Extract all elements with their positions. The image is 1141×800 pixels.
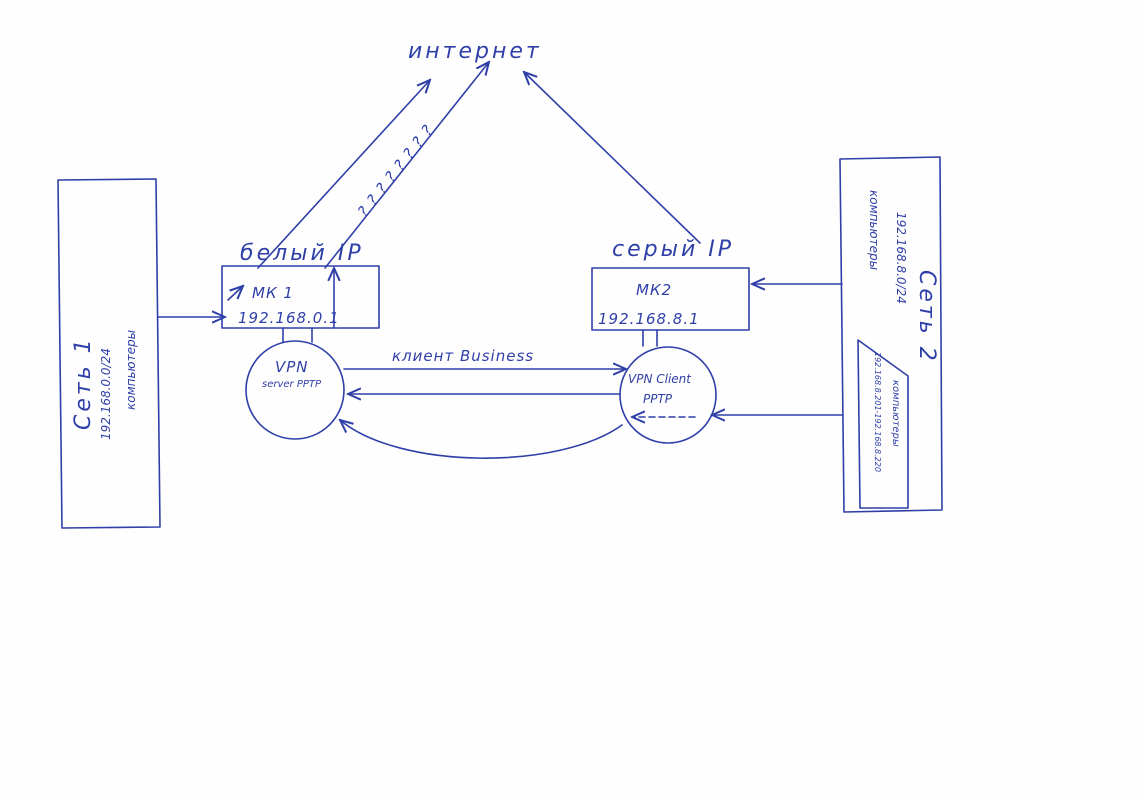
network1-box [57,178,161,529]
mk2-internet-arrow [524,72,701,244]
vpn-server-line1: VPN [275,358,309,376]
mk1-internet-arrow-left [257,80,430,269]
mk1-inner-arrow [227,286,243,301]
mk2-name: МК2 [636,281,672,299]
mk2-address: 192.168.8.1 [598,310,700,328]
mk2-ip-note: серый IP [612,237,734,262]
tunnel-curved-arrow [340,420,623,459]
mk1-address: 192.168.0.1 [238,309,340,327]
network2-subnet: 192.168.8.0/24 [894,212,908,304]
mk1-router-box [221,265,380,329]
link-label: клиент Business [392,347,534,365]
question-marks: ? ? ? ? ? ? ? ? [354,121,437,220]
mk2-router-box [591,267,750,331]
mk1-name: МК 1 [252,284,294,302]
network2-hosts: компьютеры [867,190,881,270]
network2-title: Сеть 2 [914,270,939,364]
vpn-client-line2: PPTP [643,392,673,406]
vpn-server-line2: server PPTP [262,379,322,390]
network2-sub-hosts: компьютеры [890,380,901,447]
network2-sub-range: 192.168.8.201-192.168.8.220 [873,352,882,472]
vpn-client-node [619,346,717,444]
network1-hosts: компьютеры [124,330,138,410]
mk1-ip-note: белый IP [240,241,364,266]
network2-subnet-box [857,339,909,509]
internet-label: интернет [408,39,542,64]
mk1-internet-arrow-right [324,62,489,269]
network1-subnet: 192.168.0.0/24 [99,348,113,440]
vpn-client-line1: VPN Client [628,372,692,386]
network2-box [839,156,943,513]
vpn-server-node [245,340,345,440]
network1-title: Сеть 1 [71,336,96,430]
